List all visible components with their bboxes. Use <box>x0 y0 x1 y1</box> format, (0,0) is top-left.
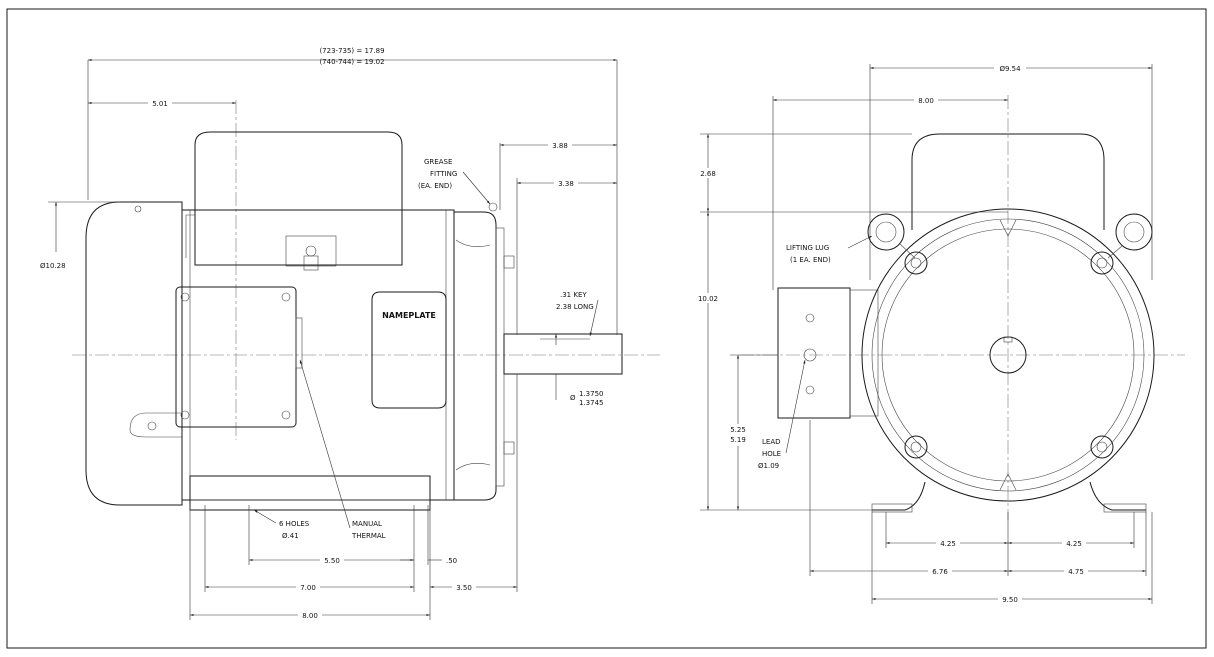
capacitor-housing <box>194 131 403 266</box>
lifting-label-2: (1 EA. END) <box>790 256 831 264</box>
end-frame-outer <box>861 208 1155 502</box>
grease-label-3: (EA. END) <box>418 182 452 190</box>
bolt-boss-bl <box>904 435 928 459</box>
lifting-label-1: LIFTING LUG <box>786 244 829 252</box>
dim-3-88: 3.88 <box>552 142 568 150</box>
dim-3-50: 3.50 <box>456 584 472 592</box>
end-capacitor <box>911 133 1105 230</box>
nameplate-plate <box>371 291 447 409</box>
grease-label-2: FITTING <box>430 170 457 178</box>
shaft-dia-1: 1.3750 <box>579 390 604 398</box>
mounting-base <box>189 475 431 511</box>
dim-4-25-right: 4.25 <box>1066 540 1082 548</box>
lifting-lug-left <box>867 213 905 251</box>
dim-5-25: 5.25 <box>730 426 746 434</box>
dim-5-01: 5.01 <box>152 100 168 108</box>
drawing-border <box>6 8 1207 649</box>
bolt-boss-tl <box>904 251 928 275</box>
shaft-dia-2: 1.3745 <box>579 399 604 407</box>
grease-label-1: GREASE <box>424 158 452 166</box>
dim-3-38: 3.38 <box>558 180 574 188</box>
holes-label-1: 6 HOLES <box>279 520 310 528</box>
dim-9-50: 9.50 <box>1002 596 1018 604</box>
shaft <box>503 333 623 375</box>
dia-9-54: Ø9.54 <box>999 65 1021 73</box>
cover-bolt-top <box>134 205 142 213</box>
bolt-boss-br <box>1090 435 1114 459</box>
lead-label-1: LEAD <box>762 438 781 446</box>
shaft-dia-symbol: Ø <box>570 394 576 402</box>
nameplate-label: NAMEPLATE <box>382 311 436 320</box>
dim-5-19: 5.19 <box>730 436 746 444</box>
dim-2-68: 2.68 <box>700 170 716 178</box>
holes-label-2: Ø.41 <box>282 532 299 540</box>
bolt-boss-tr <box>1090 251 1114 275</box>
dim-8-00-left: 8.00 <box>302 612 318 620</box>
lead-label-2: HOLE <box>762 450 781 458</box>
key-label-2: 2.38 LONG <box>556 303 594 311</box>
side-view: NAMEPLATE (723-735) = 17.89 (740-744) = … <box>40 47 660 620</box>
dia-10-28: Ø10.28 <box>40 262 66 270</box>
dim-8-00-right: 8.00 <box>918 97 934 105</box>
capacitor-clamp <box>285 235 337 267</box>
fan-cover <box>85 201 183 506</box>
manual-label-1: MANUAL <box>352 520 382 528</box>
end-conduit-box <box>777 287 851 419</box>
key-label-1: .31 KEY <box>560 291 587 299</box>
dim-10-02: 10.02 <box>698 295 718 303</box>
dim-7-00: 7.00 <box>300 584 316 592</box>
dim-5-50: 5.50 <box>324 557 340 565</box>
dim-6-76: 6.76 <box>932 568 948 576</box>
lead-hole-icon <box>803 348 817 362</box>
manual-label-2: THERMAL <box>351 532 386 540</box>
dim-0-50: .50 <box>446 557 457 565</box>
end-view: Ø9.54 8.00 2.68 10.02 5.25 5.19 LIFTING … <box>694 62 1185 604</box>
overall-length-label-2: (740-744) = 19.02 <box>319 58 384 66</box>
front-end-bell <box>453 211 497 501</box>
dim-4-25-left: 4.25 <box>940 540 956 548</box>
end-feet <box>872 481 1146 511</box>
lead-label-3: Ø1.09 <box>758 462 779 470</box>
lifting-lug-right <box>1115 213 1153 251</box>
overall-length-label-1: (723-735) = 17.89 <box>319 47 384 55</box>
dim-4-75: 4.75 <box>1068 568 1084 576</box>
grease-fitting-icon <box>488 202 498 212</box>
